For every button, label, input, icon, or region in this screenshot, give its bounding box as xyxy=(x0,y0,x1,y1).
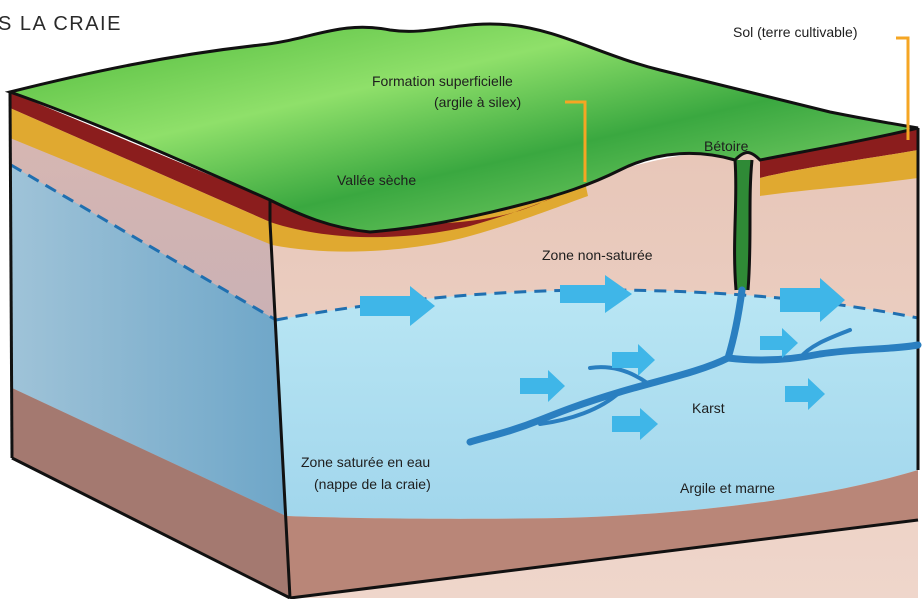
label-formation-1: Formation superficielle xyxy=(372,73,513,89)
grass-surface xyxy=(4,22,919,234)
karst-network xyxy=(466,286,922,446)
flow-arrow xyxy=(560,275,632,313)
label-karst: Karst xyxy=(692,400,725,416)
flow-arrow xyxy=(360,286,435,326)
label-formation-2: (argile à silex) xyxy=(434,94,521,110)
flow-arrows xyxy=(360,275,845,440)
front-face xyxy=(270,128,919,598)
flow-arrow xyxy=(785,378,825,410)
leader-lines xyxy=(565,36,910,182)
label-sol: Sol (terre cultivable) xyxy=(733,24,858,40)
flow-arrow xyxy=(520,370,565,402)
label-vallee: Vallée sèche xyxy=(337,172,416,188)
label-zone-saturee-1: Zone saturée en eau xyxy=(301,454,430,470)
title: S LA CRAIE xyxy=(0,13,122,35)
label-zone-non-saturee: Zone non-saturée xyxy=(542,247,653,263)
leader-sol xyxy=(896,36,910,140)
label-zone-saturee-2: (nappe de la craie) xyxy=(314,476,431,492)
label-argile-marne: Argile et marne xyxy=(680,480,775,496)
leader-formation xyxy=(565,100,587,182)
flow-arrow xyxy=(612,344,655,376)
flow-arrow xyxy=(760,328,798,358)
block-outline xyxy=(8,91,920,599)
label-betoire: Bétoire xyxy=(704,138,749,154)
flow-arrow xyxy=(612,408,658,440)
left-face xyxy=(10,92,290,598)
flow-arrow xyxy=(780,278,845,322)
